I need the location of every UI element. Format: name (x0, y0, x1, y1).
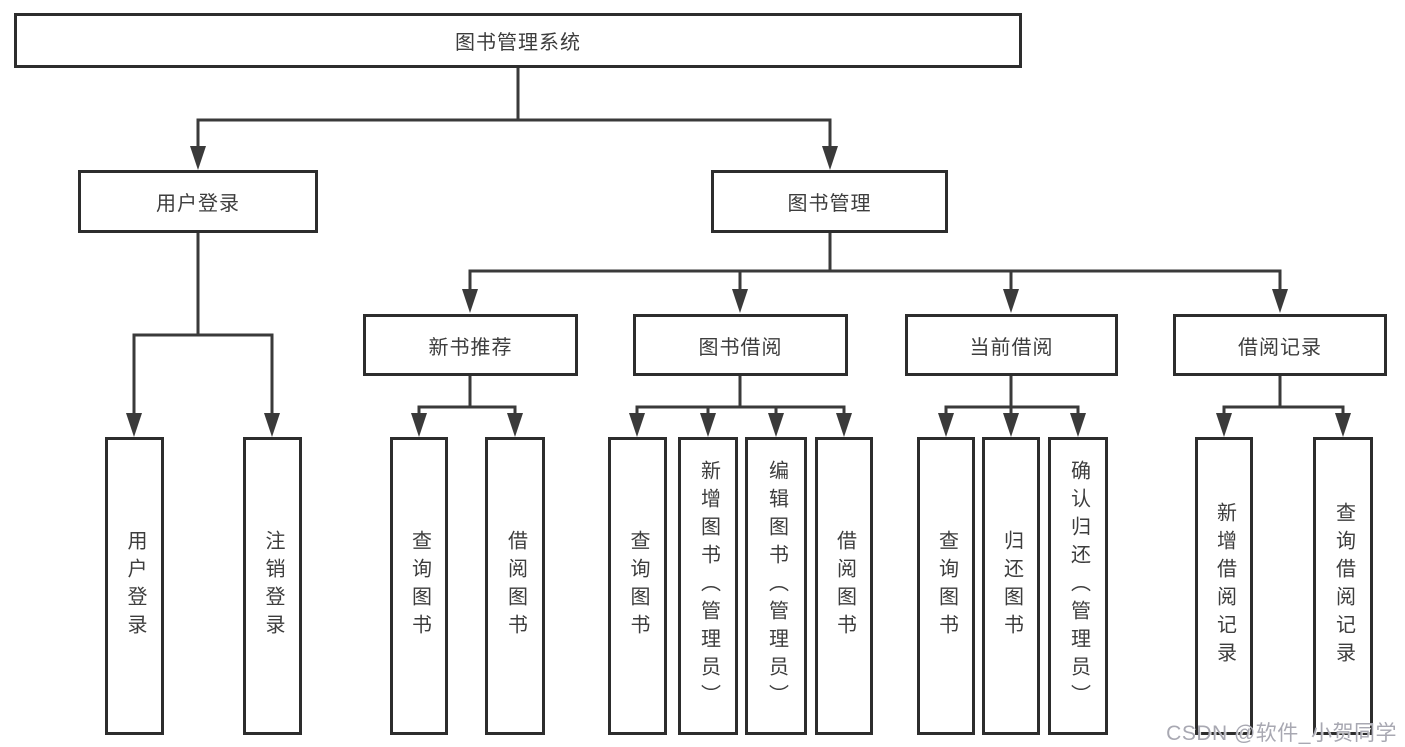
connector-book-management-children (468, 233, 1282, 293)
node-label: 用户登录 (156, 193, 240, 215)
leaf-label: 用户登录 (124, 530, 146, 642)
leaf-label: 新增图书（管理员） (697, 460, 720, 712)
connector-root-to-branches (196, 68, 832, 150)
leaf-label: 编辑图书（管理员） (765, 460, 788, 712)
node-borrow-records: 借阅记录 (1173, 314, 1387, 376)
node-label: 新书推荐 (428, 336, 513, 359)
leaf-user-login: 用户登录 (105, 437, 164, 735)
leaf-logout-login: 注销登录 (243, 437, 302, 735)
node-label: 图书管理系统 (455, 32, 581, 54)
leaf-label: 借阅图书 (833, 530, 856, 642)
arrowheads-level3 (462, 289, 1288, 313)
leaf-add-book-admin: 新增图书（管理员） (678, 437, 738, 735)
connector-current-borrow-children (944, 376, 1080, 418)
node-current-borrow: 当前借阅 (905, 314, 1118, 376)
leaf-label: 注销登录 (262, 530, 284, 642)
leaf-borrow-books: 借阅图书 (815, 437, 873, 735)
arrowheads-level4 (126, 413, 1351, 437)
connector-borrow-records-children (1222, 376, 1345, 418)
leaf-label: 查询借阅记录 (1332, 502, 1355, 670)
node-book-borrow: 图书借阅 (633, 314, 848, 376)
leaf-label: 查询图书 (627, 530, 649, 642)
leaf-edit-book-admin: 编辑图书（管理员） (745, 437, 807, 735)
arrowheads-level2 (190, 146, 838, 170)
node-user-login: 用户登录 (78, 170, 318, 233)
leaf-label: 查询图书 (408, 530, 431, 642)
node-library-management-system: 图书管理系统 (14, 13, 1022, 68)
connector-book-borrow-children (635, 376, 846, 418)
leaf-confirm-return-admin: 确认归还（管理员） (1048, 437, 1108, 735)
leaf-query-books-borrow: 查询图书 (608, 437, 667, 735)
leaf-label: 新增借阅记录 (1213, 502, 1236, 670)
node-new-book-recommend: 新书推荐 (363, 314, 578, 376)
connector-user-login-children (132, 233, 274, 418)
leaf-label: 确认归还（管理员） (1067, 460, 1090, 712)
node-label: 借阅记录 (1238, 336, 1322, 359)
node-label: 图书管理 (787, 193, 872, 215)
leaf-return-book: 归还图书 (982, 437, 1040, 735)
node-book-management: 图书管理 (711, 170, 948, 233)
leaf-borrow-books-recommend: 借阅图书 (485, 437, 545, 735)
connector-new-book-recommend-children (417, 376, 517, 418)
leaf-query-books-current: 查询图书 (917, 437, 975, 735)
node-label: 图书借阅 (698, 336, 783, 359)
node-label: 当前借阅 (969, 336, 1054, 359)
leaf-query-books-recommend: 查询图书 (390, 437, 448, 735)
leaf-query-borrow-record: 查询借阅记录 (1313, 437, 1373, 735)
leaf-label: 借阅图书 (504, 530, 527, 642)
leaf-label: 归还图书 (1000, 530, 1023, 642)
leaf-add-borrow-record: 新增借阅记录 (1195, 437, 1253, 735)
leaf-label: 查询图书 (935, 530, 958, 642)
